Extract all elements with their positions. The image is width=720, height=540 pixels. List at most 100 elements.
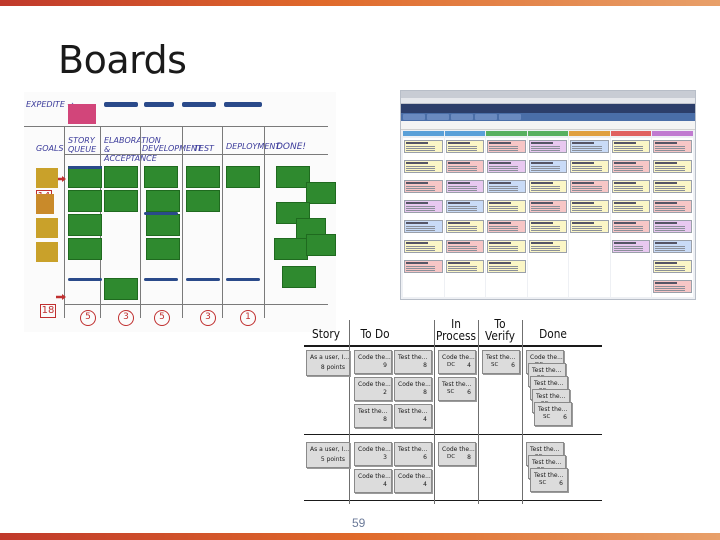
lead-time-box: 18: [40, 304, 56, 318]
task-card-title: Code the...: [442, 446, 475, 453]
task-card-hours: 8: [423, 362, 427, 369]
expedite-label: EXPEDITE →: [26, 100, 75, 109]
task-card-title: Test the...: [532, 367, 562, 374]
tool-header: [401, 104, 695, 113]
board-divider: [64, 304, 328, 305]
task-card-title: Test the...: [358, 408, 388, 415]
tool-card: [445, 240, 485, 253]
kanban-whiteboard-photo: EXPEDITE → GOALS STORY QUEUE ELABORATION…: [24, 92, 336, 332]
task-card-title: Test the...: [398, 354, 428, 361]
green-sticky: [146, 190, 180, 212]
green-sticky: [306, 234, 336, 256]
task-card-owner: DC: [447, 362, 456, 368]
task-card-title: Code the...: [358, 473, 391, 480]
tool-column: [652, 138, 694, 297]
tool-card: [653, 140, 693, 153]
blue-tape: [186, 278, 220, 281]
green-sticky: [68, 190, 102, 212]
blue-tape: [144, 102, 174, 107]
green-sticky: [146, 238, 180, 260]
tool-card: [404, 160, 443, 173]
blue-tape: [144, 278, 178, 281]
task-card-title: Test the...: [534, 380, 564, 387]
kanban-tool-screenshot: [400, 90, 696, 300]
tool-card: [528, 240, 568, 253]
task-card: Code the...4: [394, 469, 432, 493]
bottom-accent-bar: [0, 533, 720, 540]
green-sticky: [104, 278, 138, 300]
tool-card: [487, 220, 526, 233]
wip-limit: 3: [118, 310, 134, 326]
blue-tape: [224, 102, 262, 107]
task-card-owner: SC: [543, 414, 551, 420]
tool-card: [445, 160, 485, 173]
task-card-hours: 8: [467, 454, 471, 461]
goals-label: GOALS: [36, 144, 64, 153]
tool-urlbar: [401, 98, 695, 104]
blue-tape: [68, 166, 102, 169]
story-points: 5 points: [320, 456, 345, 463]
tool-card: [653, 220, 693, 233]
tool-filter-bar: [401, 121, 695, 130]
task-card: Code the...9: [354, 350, 392, 374]
tool-card: [404, 240, 443, 253]
task-card-title: Test the...: [534, 472, 564, 479]
green-sticky: [226, 166, 260, 188]
green-sticky: [282, 266, 316, 288]
expedite-sticky: [68, 104, 96, 124]
wip-limit: 5: [80, 310, 96, 326]
page-number: 59: [352, 516, 366, 530]
tool-card: [487, 240, 526, 253]
tool-column: [610, 138, 652, 297]
task-card-title: Code the...: [530, 354, 563, 361]
task-card-hours: 6: [467, 389, 471, 396]
story-queue-label: STORY QUEUE: [68, 136, 97, 154]
wip-limit: 5: [154, 310, 170, 326]
task-board-diagram: Story To Do In Process To Verify Done As…: [304, 318, 604, 508]
story-points: 8 points: [320, 364, 345, 371]
tool-column: [569, 138, 610, 297]
task-card-hours: 4: [423, 481, 427, 488]
task-card-hours: 9: [383, 362, 387, 369]
tool-card: [611, 160, 651, 173]
task-card-title: Code the...: [398, 381, 431, 388]
task-card-hours: 4: [423, 416, 427, 423]
tool-card: [445, 140, 485, 153]
task-card: Code the...4: [354, 469, 392, 493]
task-card-hours: 4: [383, 481, 387, 488]
top-accent-bar: [0, 0, 720, 6]
tool-column: [486, 138, 527, 297]
tool-card: [570, 160, 609, 173]
tool-card: [487, 180, 526, 193]
tool-card: [404, 200, 443, 213]
blue-tape: [68, 278, 102, 281]
tool-card: [528, 180, 568, 193]
task-card-hours: 4: [467, 362, 471, 369]
lead-time-arrow: [56, 294, 66, 300]
tool-column-headers: [403, 131, 694, 136]
board-divider: [24, 126, 328, 127]
task-card-hours: 8: [423, 389, 427, 396]
green-sticky: [104, 190, 138, 212]
tool-card: [404, 140, 443, 153]
column-divider: [522, 320, 523, 504]
tool-column: [403, 138, 444, 297]
tool-card: [445, 220, 485, 233]
task-card-hours: 6: [559, 480, 563, 487]
blue-tape: [104, 102, 138, 107]
task-card-title: Test the...: [532, 459, 562, 466]
tool-card: [653, 280, 693, 293]
column-divider: [478, 320, 479, 504]
green-sticky: [68, 238, 102, 260]
column-line: [182, 126, 183, 318]
column-line: [222, 126, 223, 318]
task-card: Test the...6: [394, 442, 432, 466]
tool-card: [570, 180, 609, 193]
tool-card: [487, 140, 526, 153]
task-card-title: As a user, I...: [310, 354, 350, 361]
column-line: [140, 126, 141, 318]
tool-card: [653, 200, 693, 213]
yellow-sticky: [36, 168, 58, 188]
